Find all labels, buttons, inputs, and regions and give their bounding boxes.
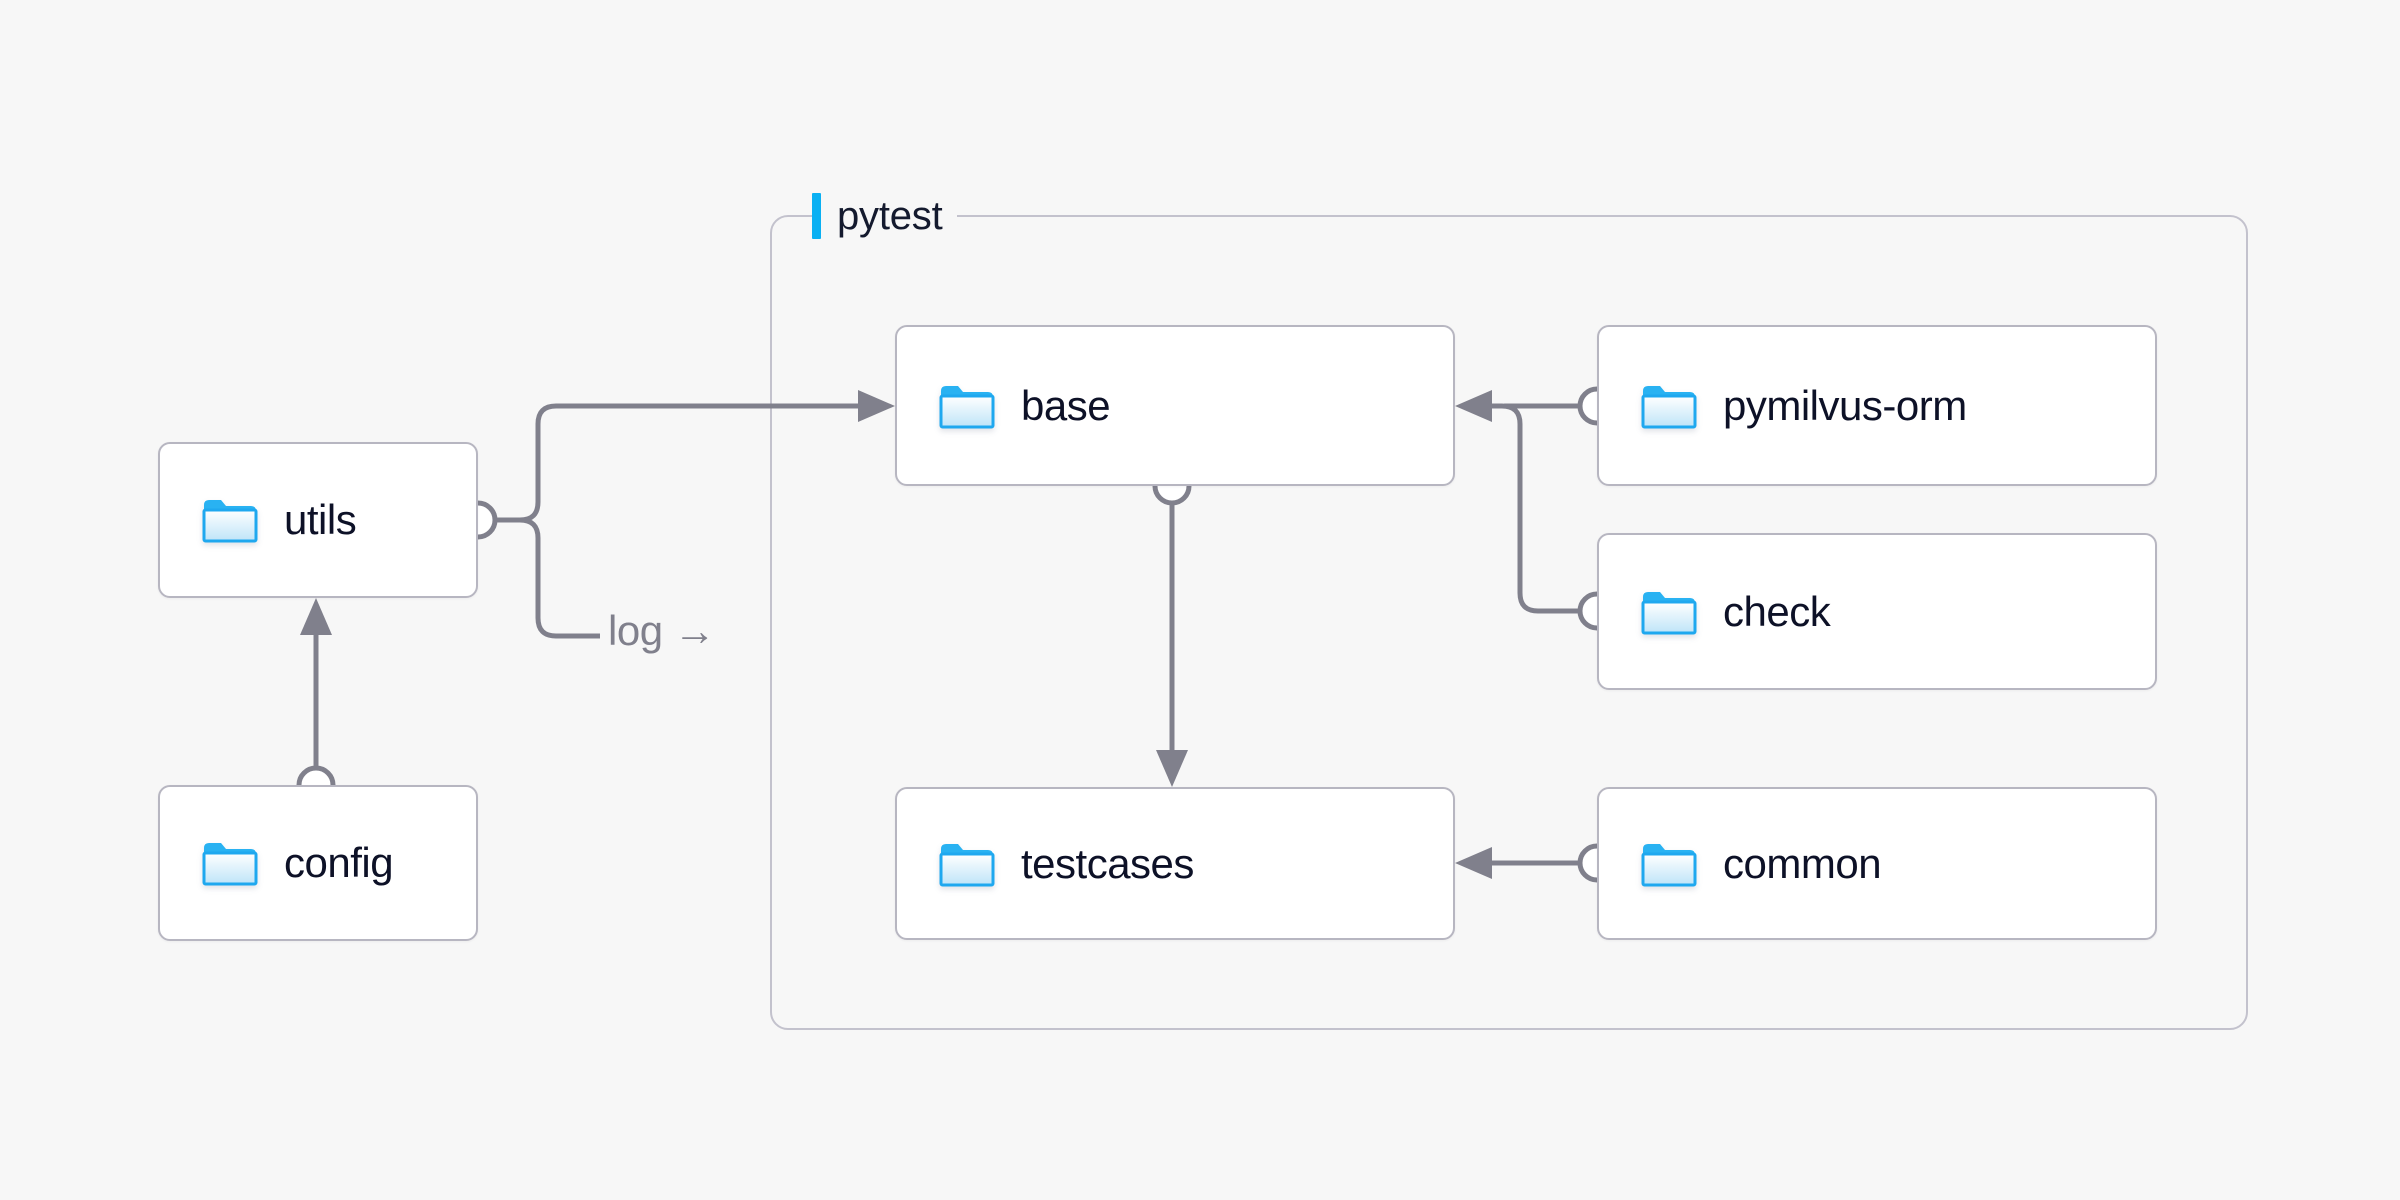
arrowhead-config-utils — [300, 598, 332, 635]
node-common[interactable]: common — [1597, 787, 2157, 940]
folder-icon — [202, 843, 258, 886]
folder-icon — [939, 385, 995, 428]
node-config[interactable]: config — [158, 785, 478, 941]
folder-icon — [202, 500, 258, 543]
node-label: common — [1723, 839, 1882, 887]
node-label: testcases — [1021, 839, 1194, 887]
node-label: config — [284, 839, 394, 886]
edge-label-log: log → — [600, 608, 724, 654]
folder-icon — [1641, 385, 1697, 428]
folder-icon — [939, 843, 995, 886]
node-label: base — [1021, 381, 1111, 429]
group-container-pytest[interactable] — [770, 215, 2248, 1030]
node-base[interactable]: base — [895, 325, 1455, 486]
edge-utils-log — [494, 517, 603, 639]
accent-bar-icon — [812, 193, 821, 239]
folder-icon — [1641, 591, 1697, 634]
node-label: utils — [284, 496, 357, 543]
node-label: check — [1723, 587, 1831, 635]
group-label-text: pytest — [837, 194, 943, 238]
node-testcases[interactable]: testcases — [895, 787, 1455, 940]
node-pymilvus-orm[interactable]: pymilvus-orm — [1597, 325, 2157, 486]
folder-icon — [1641, 843, 1697, 886]
node-utils[interactable]: utils — [158, 442, 478, 598]
group-label-pytest[interactable]: pytest — [812, 190, 957, 242]
node-label: pymilvus-orm — [1723, 381, 1967, 429]
node-check[interactable]: check — [1597, 533, 2157, 690]
